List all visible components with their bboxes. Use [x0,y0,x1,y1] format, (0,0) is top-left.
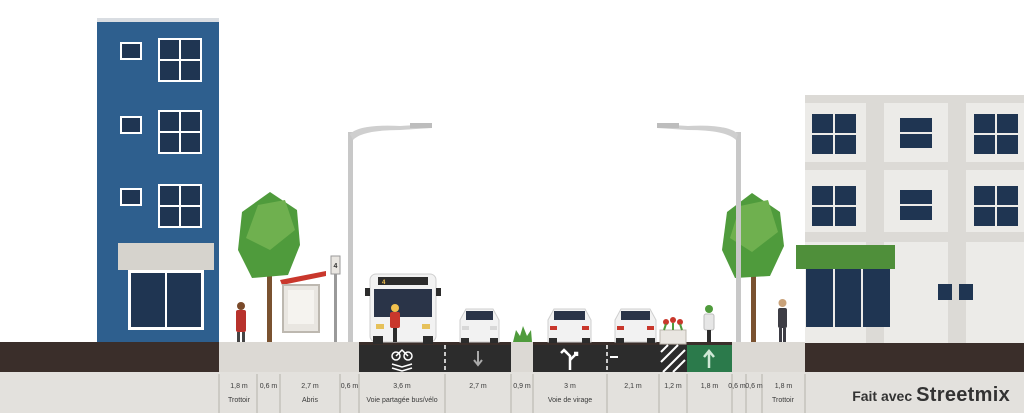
width-buffer-left-2: 0,6 m [340,383,359,390]
pedestrian-right [778,299,787,342]
width-buffer-left: 0,6 m [259,383,278,390]
cyclist-bus-lane [390,304,400,342]
tree-left [238,192,300,342]
streetlight-right [657,123,741,342]
label-strip [0,372,1024,413]
median-plant [513,326,532,342]
pedestrian-left [236,302,246,342]
name-turn-lane: Voie de virage [547,397,593,404]
turn-arrow-icon [560,348,579,370]
name-bus-lane: Voie partagée bus/vélo [366,397,438,404]
width-bike-buffer: 1,2 m [664,383,682,390]
name-trottoir-left: Trottoir [228,397,250,404]
tree-right [722,193,784,342]
flower-planter [659,317,687,345]
sidewalk-right [732,342,805,372]
width-median: 0,9 m [513,383,531,390]
median [511,342,533,372]
building-right [796,95,1024,343]
building-left [97,18,219,342]
travel-lane-2 [607,345,659,372]
bus-shelter: 4 [280,255,341,342]
width-trottoir-left: 1,8 m [230,383,248,390]
width-buffer-right-1: 0,6 m [728,383,746,390]
car-lane-1 [459,308,500,343]
streetmix-logo: Streetmix [916,384,1010,406]
width-bus-lane: 3,6 m [393,383,411,390]
name-trottoir-right: Trottoir [772,397,794,404]
width-bike-lane: 1,8 m [700,383,719,390]
credit-prefix: Fait avec [852,388,913,404]
bus-stop-sign-text: 4 [334,263,338,270]
bus: 4 [365,273,441,344]
sidewalk-left [219,342,359,372]
width-buffer-right-2: 0,6 m [745,383,763,390]
up-arrow-icon [703,349,715,368]
down-arrow-icon [473,351,483,367]
width-lane-2: 2,1 m [624,383,642,390]
width-lane-1: 2,7 m [469,383,487,390]
buffer-hatching [660,344,686,373]
cyclist-bike-lane [703,305,715,342]
bus-bike-marking-icon [391,348,413,372]
width-turn-lane: 3 m [564,383,576,390]
car-lane-2 [614,308,657,343]
car-turn-lane [547,308,592,343]
width-abris: 2,7 m [301,383,319,390]
name-abris: Abris [302,397,318,404]
segment-dividers [218,374,806,413]
streetlight-left [348,123,432,342]
bus-destination-sign: 4 [382,280,386,286]
width-trottoir-right: 1,8 m [774,383,793,390]
